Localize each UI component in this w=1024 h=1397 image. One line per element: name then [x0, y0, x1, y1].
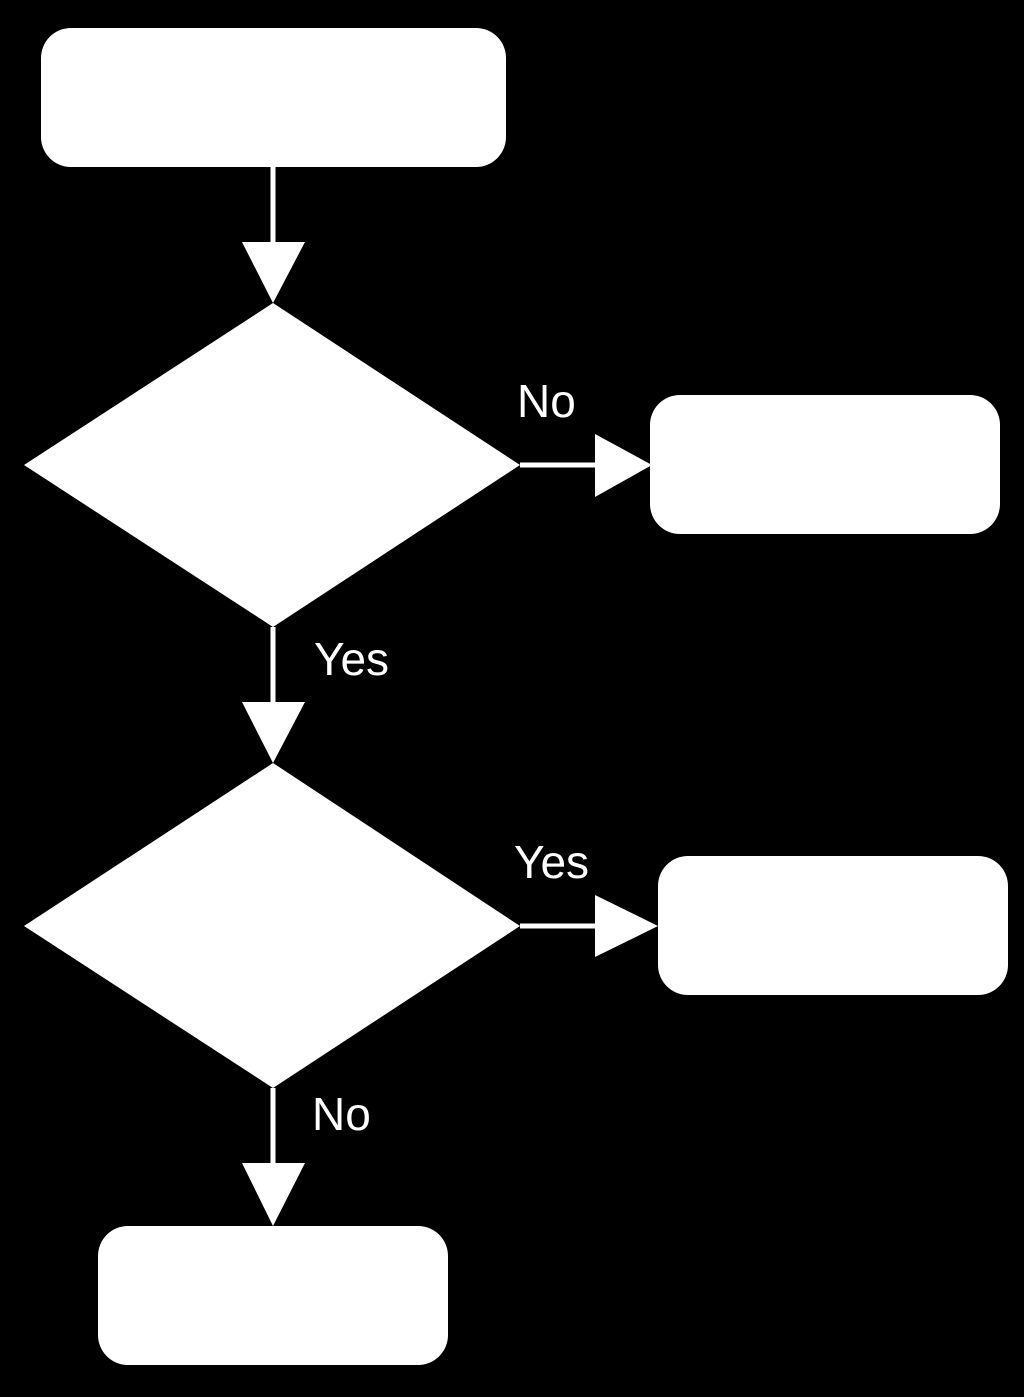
arrow-down-icon: [242, 1163, 305, 1226]
edge-label-decision-1-right: No: [517, 375, 576, 427]
outcome-box-right-2: [658, 856, 1008, 995]
arrow-right-icon: [595, 434, 652, 497]
decision-diamond-1: [24, 303, 520, 627]
arrow-right-icon: [595, 895, 658, 957]
arrow-down-icon: [242, 242, 305, 303]
arrow-down-icon: [242, 702, 305, 763]
start-box: [41, 28, 506, 167]
end-box: [98, 1226, 448, 1365]
edge-label-decision-2-right: Yes: [514, 836, 589, 888]
edge-label-decision-1-down: Yes: [314, 633, 389, 685]
outcome-box-right-1: [650, 395, 1000, 534]
edge-label-decision-2-down: No: [312, 1088, 371, 1140]
decision-diamond-2: [24, 763, 520, 1088]
